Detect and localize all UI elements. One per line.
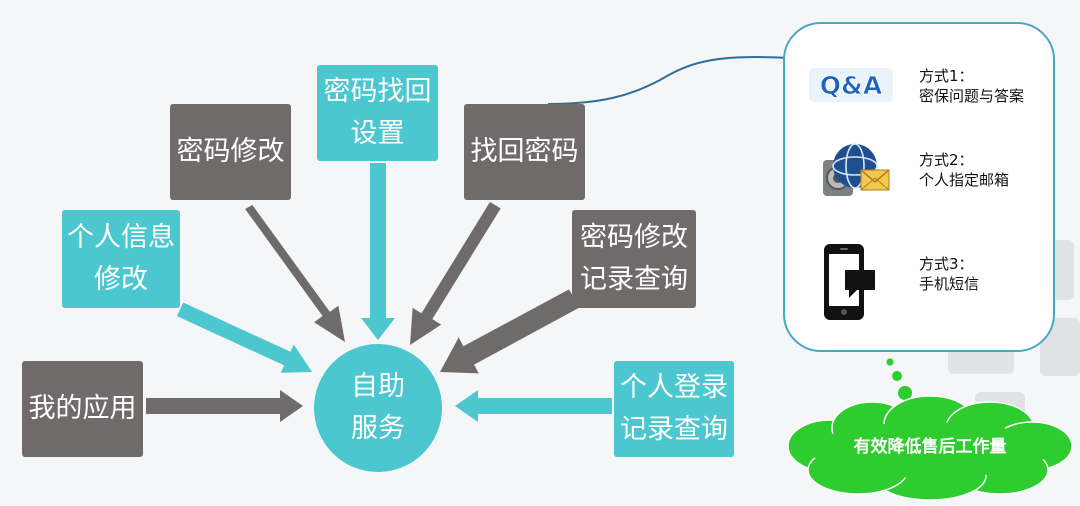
node-recover-password: 找回密码 bbox=[464, 104, 585, 200]
method-1-desc: 密保问题与答案 bbox=[919, 87, 1025, 106]
arrow-change-log bbox=[440, 289, 580, 374]
node-password-change: 密码修改 bbox=[170, 104, 291, 200]
arrow-personal-info bbox=[177, 302, 312, 373]
method-3: 方式3： 手机短信 bbox=[919, 254, 979, 295]
node-password-change-log: 密码修改 记录查询 bbox=[572, 210, 696, 308]
arrow-recovery-settings bbox=[361, 163, 395, 340]
cloud-label: 有效降低售后工作量 bbox=[853, 437, 1007, 457]
method-3-title: 方式3： bbox=[919, 255, 974, 273]
phone-sms-icon bbox=[821, 242, 877, 322]
method-3-desc: 手机短信 bbox=[919, 275, 980, 294]
connector-curve bbox=[547, 55, 791, 105]
node-my-apps: 我的应用 bbox=[22, 361, 143, 457]
arrow-recover-password bbox=[410, 202, 501, 345]
node-personal-info-edit: 个人信息 修改 bbox=[62, 210, 180, 308]
arrow-login-log bbox=[455, 390, 612, 422]
bubble-dot bbox=[898, 386, 912, 400]
bubble-dot bbox=[892, 371, 902, 381]
qa-icon-text: Q&A bbox=[820, 71, 883, 100]
node-password-recovery-settings: 密码找回 设置 bbox=[317, 65, 438, 161]
hub-self-service: 自助 服务 bbox=[314, 344, 442, 472]
recovery-methods-panel: Q&A 方式1： 密保问题与答案 方式2： 个人指定邮箱 bbox=[783, 22, 1055, 352]
method-2-desc: 个人指定邮箱 bbox=[919, 171, 1010, 190]
email-globe-icon bbox=[817, 138, 893, 200]
bubble-dot bbox=[886, 358, 894, 366]
cloud-core bbox=[810, 422, 1050, 478]
method-2: 方式2： 个人指定邮箱 bbox=[919, 150, 1009, 191]
node-login-log: 个人登录 记录查询 bbox=[614, 361, 734, 457]
qa-icon: Q&A bbox=[809, 66, 893, 104]
method-1-title: 方式1： bbox=[919, 67, 974, 85]
arrow-my-apps bbox=[146, 390, 303, 422]
arrow-password-change bbox=[245, 205, 345, 342]
method-2-title: 方式2： bbox=[919, 151, 974, 169]
method-1: 方式1： 密保问题与答案 bbox=[919, 66, 1024, 107]
